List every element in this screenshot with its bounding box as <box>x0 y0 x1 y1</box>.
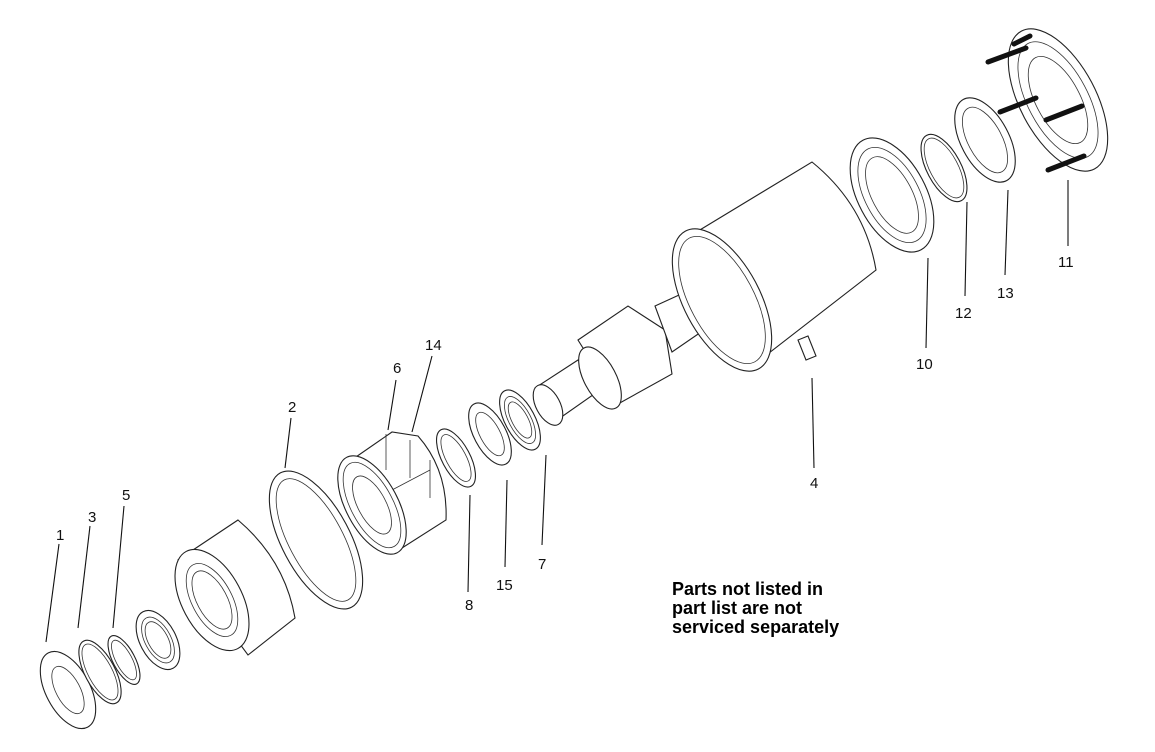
service-note-line-1: Parts not listed in <box>672 579 824 599</box>
callout-6: 6 <box>393 360 401 377</box>
leader-lines <box>45 180 1069 643</box>
callout-1: 1 <box>56 527 64 544</box>
part-10-bearing <box>849 137 935 253</box>
callout-15: 15 <box>496 577 513 594</box>
callout-13: 13 <box>997 285 1014 302</box>
service-note: Parts not listed in part list are not se… <box>672 580 839 637</box>
callout-10: 10 <box>916 356 933 373</box>
part-3-snap-ring <box>78 639 122 705</box>
service-note-line-2: part list are not <box>672 598 803 618</box>
part-13-seal <box>954 97 1016 183</box>
callout-11: 11 <box>1058 254 1074 271</box>
callout-7: 7 <box>538 556 546 573</box>
part-11-wheel-hub <box>985 28 1109 173</box>
part-2-ring <box>268 470 364 610</box>
wheel-studs <box>985 33 1087 173</box>
service-note-line-3: serviced separately <box>672 617 840 637</box>
front-housing <box>174 519 296 656</box>
callout-4: 4 <box>810 475 818 492</box>
callout-5: 5 <box>122 487 130 504</box>
part-4-housing <box>671 161 877 372</box>
part-7-needle-bearing <box>499 389 541 451</box>
seal <box>135 609 181 671</box>
callout-8: 8 <box>465 597 473 614</box>
part-15-washer <box>468 402 512 466</box>
part-5-ring <box>107 635 141 685</box>
callout-12: 12 <box>955 305 972 322</box>
part-14-bearing <box>435 428 477 488</box>
callout-3: 3 <box>88 509 96 526</box>
callout-14: 14 <box>425 337 442 354</box>
shaft <box>532 289 705 426</box>
part-6-carrier <box>337 431 447 555</box>
callout-2: 2 <box>288 399 296 416</box>
part-12-snap-ring <box>920 133 968 203</box>
callout-labels: 1 3 5 2 6 14 8 15 7 4 10 12 13 11 <box>56 254 1074 614</box>
